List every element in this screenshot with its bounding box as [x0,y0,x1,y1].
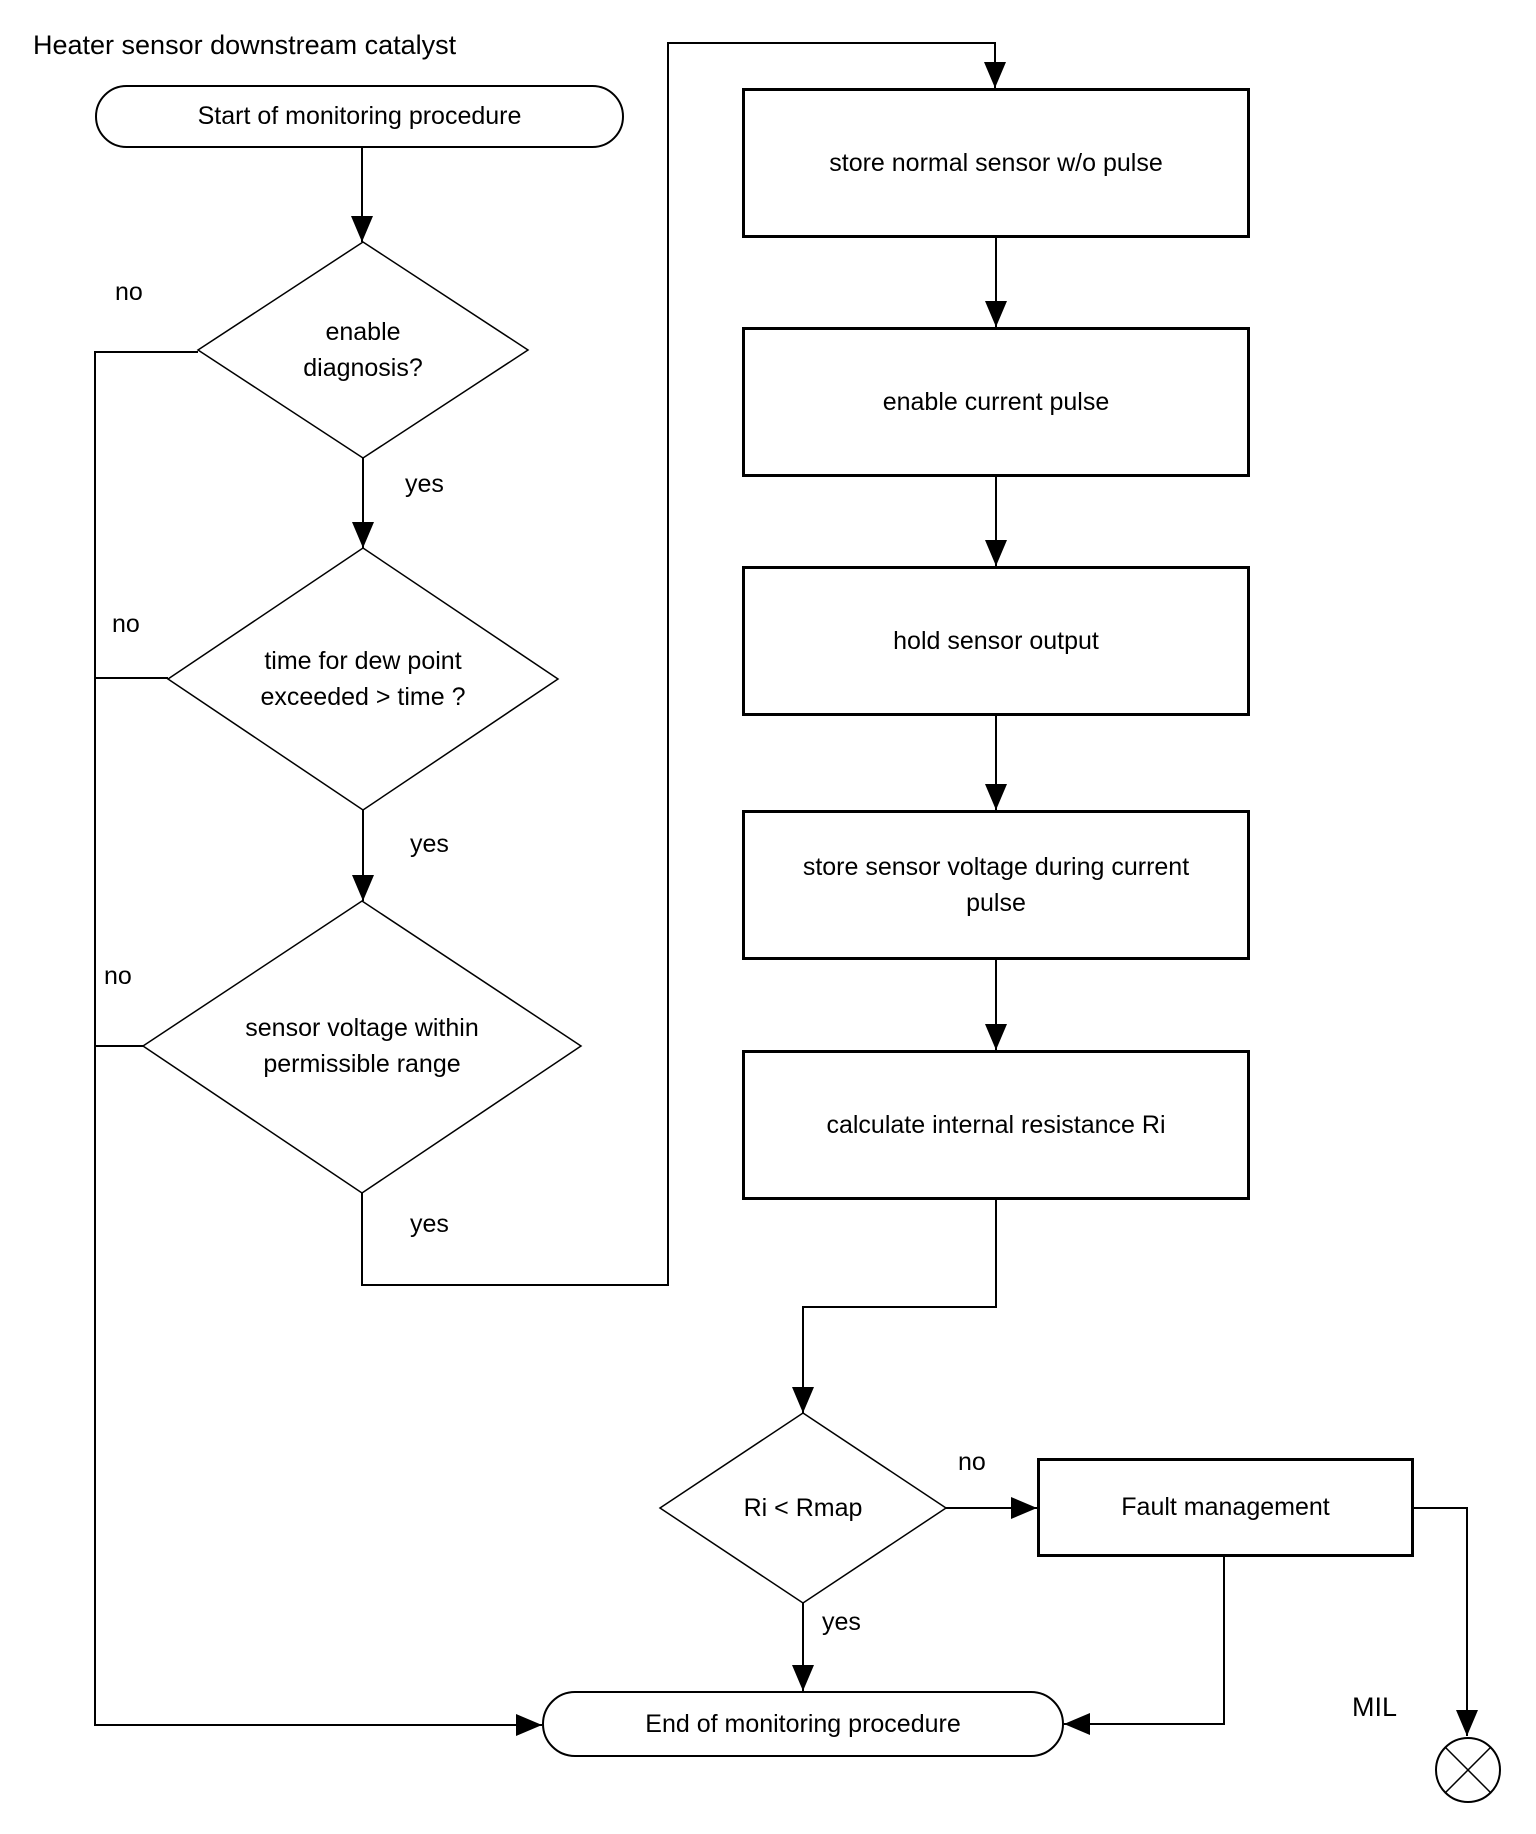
mil-lamp-icon [1435,1737,1501,1803]
decision-sensor-voltage-shape [141,900,583,1194]
decision-dew-point-label: time for dew point exceeded > time ? [260,646,466,711]
edge-label-yes-sensor-voltage: yes [410,1210,449,1238]
edge-label-no-sensor-voltage: no [104,962,132,990]
process-store-sensor-voltage: store sensor voltage during current puls… [742,810,1250,960]
process-fault-management: Fault management [1037,1458,1414,1557]
decision-ri-rmap-shape [658,1412,948,1604]
edge-label-yes-enable-diagnosis: yes [405,470,444,498]
diagram-title: Heater sensor downstream catalyst [33,30,457,60]
process-enable-current-pulse: enable current pulse [742,327,1250,477]
process-hold-sensor-output: hold sensor output [742,566,1250,716]
edge-label-no-ri-rmap: no [958,1448,986,1476]
edge-no-collector-to-end [94,351,542,1736]
edge-voltage-yes-to-store-normal [361,42,1006,1286]
process-store-normal-sensor: store normal sensor w/o pulse [742,88,1250,238]
decision-enable-diagnosis-label: enable diagnosis? [303,317,423,382]
decision-ri-rmap-label: Ri < Rmap [743,1493,863,1522]
edge-label-yes-ri-rmap: yes [822,1608,861,1636]
edge-fault-to-end [1064,1557,1225,1735]
edge-calculate-ri-to-ri-decision [792,1200,997,1413]
mil-label: MIL [1352,1692,1398,1722]
end-terminator: End of monitoring procedure [542,1691,1064,1757]
decision-sensor-voltage-label: sensor voltage within permissible range [245,1013,479,1078]
process-calculate-internal-resistance: calculate internal resistance Ri [742,1050,1250,1200]
edge-label-yes-dew-point: yes [410,830,449,858]
decision-dew-point-shape [166,547,560,811]
decision-enable-diagnosis-shape [196,241,530,459]
start-terminator: Start of monitoring procedure [95,85,624,148]
edge-fault-to-mil [1414,1507,1478,1736]
edge-label-no-dew-point: no [112,610,140,638]
edge-label-no-enable-diagnosis: no [115,278,143,306]
